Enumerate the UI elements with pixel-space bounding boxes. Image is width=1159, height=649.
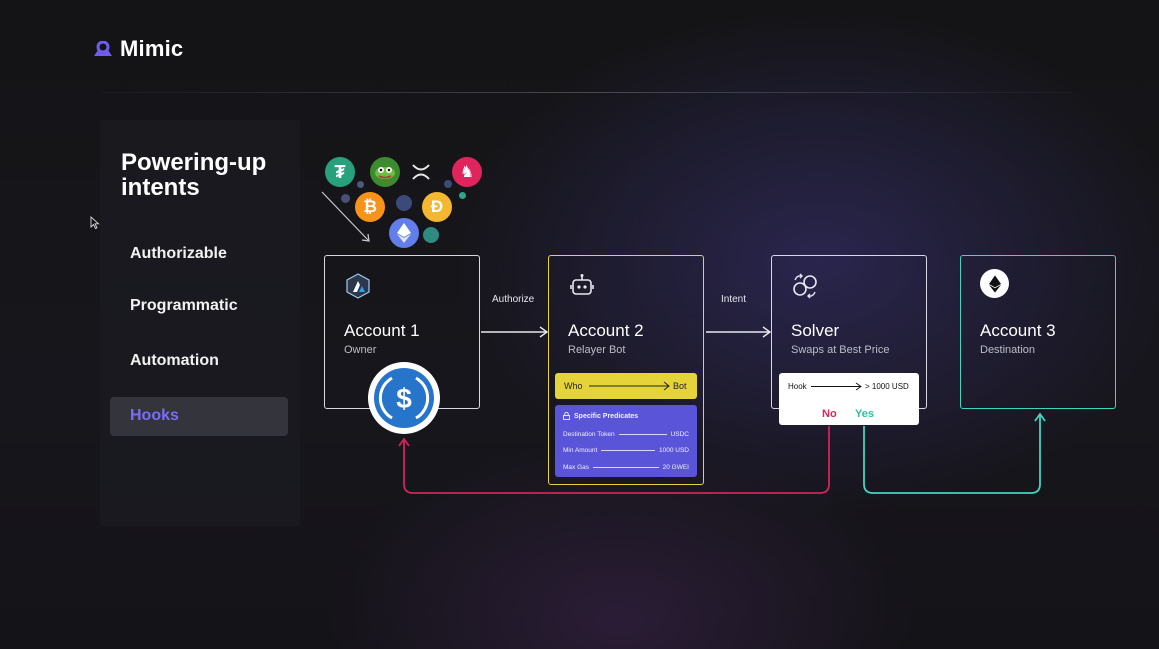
usdc-icon: $ — [368, 362, 440, 434]
brand-name: Mimic — [120, 36, 184, 61]
dai-icon: Đ — [422, 192, 452, 222]
predicate-row: Min Amount 1000 USD — [563, 446, 689, 455]
predicate-row: Max Gas 20 GWEI — [563, 463, 689, 472]
sidebar-item-hooks[interactable]: Hooks — [130, 407, 179, 424]
bot-label: Bot — [673, 381, 687, 391]
predicates-box: Specific Predicates Destination Token USD… — [555, 405, 697, 477]
account1-subtitle: Owner — [344, 344, 377, 356]
authorize-edge-label: Authorize — [492, 294, 535, 305]
account2-subtitle: Relayer Bot — [568, 344, 626, 356]
sidebar-item-authorizable[interactable]: Authorizable — [130, 245, 227, 262]
sidebar-title: Powering-up intents — [121, 149, 267, 201]
mouse-cursor-icon — [90, 216, 100, 230]
account1-title: Account 1 — [344, 321, 420, 340]
token-flow-arrow-icon — [321, 191, 370, 242]
token-dot — [396, 195, 412, 211]
frax-icon: ♞ — [452, 157, 482, 187]
account3-title: Account 3 — [980, 321, 1056, 340]
mimic-logo-icon — [94, 41, 112, 56]
predicates-title: Specific Predicates — [574, 412, 639, 420]
header-divider — [100, 92, 1072, 93]
predicate-row: Destination Token USDC — [563, 430, 689, 439]
xrp-icon — [412, 164, 430, 180]
ethereum-icon — [980, 269, 1009, 298]
bitcoin-icon: ₿ — [355, 192, 385, 222]
predicate-value: USDC — [670, 431, 689, 438]
ethereum-icon — [389, 218, 419, 248]
pepe-icon — [370, 157, 400, 187]
account3-card[interactable]: Account 3 Destination — [960, 255, 1116, 409]
robot-icon — [570, 274, 594, 295]
hook-card: Hook > 1000 USD No Yes — [779, 373, 919, 425]
sidebar-item-automation[interactable]: Automation — [130, 352, 219, 369]
solver-title: Solver — [791, 321, 840, 340]
token-dot — [357, 181, 364, 188]
who-label: Who — [564, 381, 583, 391]
token-dot — [341, 194, 350, 203]
account2-title: Account 2 — [568, 321, 644, 340]
swap-icon — [793, 273, 817, 299]
token-dot — [459, 192, 466, 199]
svg-text:$: $ — [396, 383, 412, 414]
predicate-value: 20 GWEI — [662, 464, 689, 471]
predicate-label: Max Gas — [563, 464, 590, 471]
arbitrum-icon — [346, 273, 370, 299]
who-arrow-icon — [589, 381, 670, 391]
hook-condition: > 1000 USD — [865, 382, 909, 391]
sidebar-active-highlight — [110, 397, 288, 436]
brand-logo[interactable]: Mimic — [92, 36, 183, 62]
tether-icon: ₮ — [325, 157, 355, 187]
account3-subtitle: Destination — [980, 344, 1036, 356]
who-bot-bar: Who Bot — [555, 373, 697, 399]
predicate-label: Destination Token — [563, 431, 615, 438]
token-dot — [423, 227, 439, 243]
hook-yes-label: Yes — [855, 408, 874, 420]
account2-card[interactable]: Account 2 Relayer Bot — [548, 255, 704, 485]
token-dot — [444, 180, 452, 188]
hook-arrow-icon — [811, 382, 862, 391]
solver-subtitle: Swaps at Best Price — [791, 344, 890, 356]
hook-no-label: No — [822, 408, 837, 420]
predicate-label: Min Amount — [563, 447, 598, 454]
intent-edge-label: Intent — [721, 294, 747, 305]
predicate-value: 1000 USD — [659, 447, 689, 454]
sidebar-item-programmatic[interactable]: Programmatic — [130, 297, 238, 314]
lock-icon — [563, 412, 570, 420]
sidebar-panel — [100, 120, 300, 526]
hook-label: Hook — [788, 382, 807, 391]
